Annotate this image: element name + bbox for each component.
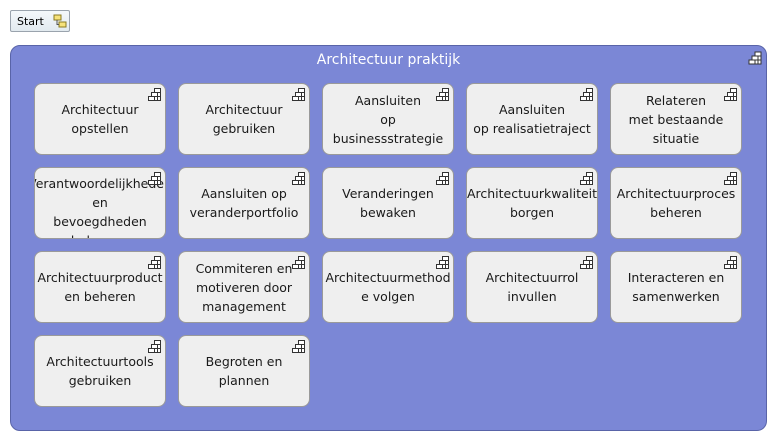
layered-diagram-icon — [580, 172, 593, 185]
box-architectuurrol-invullen[interactable]: Architectuurrol invullen — [466, 251, 598, 323]
box-aansluiten-businessstrategie[interactable]: Aansluiten op businessstrategie — [322, 83, 454, 155]
layered-diagram-icon — [436, 172, 449, 185]
box-label: Commiteren en motiveren door management — [195, 260, 293, 314]
architectuur-praktijk-group[interactable]: Architectuur praktijk Architectuur opste… — [10, 45, 767, 431]
box-architectuurproces-beheren[interactable]: Architectuurproces beheren — [610, 167, 742, 239]
box-label: Begroten en plannen — [205, 354, 283, 388]
box-aansluiten-realisatietraject[interactable]: Aansluiten op realisatietraject — [466, 83, 598, 155]
box-label: Aansluiten op veranderportfolio — [189, 186, 299, 220]
box-architectuurkwaliteit-borgen[interactable]: Architectuurkwaliteit borgen — [466, 167, 598, 239]
box-label: Architectuurproces beheren — [616, 186, 736, 220]
box-architectuurproducten-beheren[interactable]: Architectuurproduct en beheren — [34, 251, 166, 323]
box-label: Architectuurkwaliteit borgen — [466, 186, 598, 220]
flow-diagram-icon — [53, 14, 67, 28]
box-aansluiten-veranderportfolio[interactable]: Aansluiten op veranderportfolio — [178, 167, 310, 239]
layered-diagram-icon — [292, 340, 305, 353]
box-verantwoordelijkheden[interactable]: Verantwoordelijkheden en bevoegdheden be… — [34, 167, 166, 239]
box-label: Architectuur opstellen — [61, 102, 139, 136]
layered-diagram-icon — [292, 256, 305, 269]
layered-diagram-icon — [292, 88, 305, 101]
box-interacteren-samenwerken[interactable]: Interacteren en samenwerken — [610, 251, 742, 323]
layered-diagram-icon — [148, 256, 161, 269]
box-architectuur-gebruiken[interactable]: Architectuur gebruiken — [178, 83, 310, 155]
box-label: Aansluiten op businessstrategie — [332, 92, 444, 146]
layered-diagram-icon — [580, 88, 593, 101]
box-architectuurmethode-volgen[interactable]: Architectuurmethod e volgen — [322, 251, 454, 323]
box-label: Relateren met bestaande situatie — [628, 92, 724, 146]
layered-diagram-icon — [292, 172, 305, 185]
box-label: Architectuurproduct en beheren — [37, 270, 163, 304]
layered-diagram-icon — [724, 88, 737, 101]
layered-diagram-icon — [148, 172, 161, 185]
start-button[interactable]: Start — [10, 10, 70, 32]
box-architectuur-opstellen[interactable]: Architectuur opstellen — [34, 83, 166, 155]
layered-diagram-icon — [580, 256, 593, 269]
layered-diagram-icon — [724, 172, 737, 185]
layered-diagram-icon — [436, 256, 449, 269]
box-begroten-plannen[interactable]: Begroten en plannen — [178, 335, 310, 407]
layered-diagram-icon — [748, 51, 762, 65]
box-label: Interacteren en samenwerken — [627, 270, 725, 304]
box-relateren-bestaande-situatie[interactable]: Relateren met bestaande situatie — [610, 83, 742, 155]
layered-diagram-icon — [724, 256, 737, 269]
box-label: Veranderingen bewaken — [342, 186, 434, 220]
layered-diagram-icon — [148, 88, 161, 101]
box-label: Architectuurrol invullen — [485, 270, 579, 304]
box-label: Architectuurmethod e volgen — [325, 270, 451, 304]
box-label: Verantwoordelijkheden en bevoegdheden be… — [34, 176, 166, 238]
start-button-label: Start — [17, 14, 44, 28]
box-label: Aansluiten op realisatietraject — [473, 102, 591, 136]
box-label: Architectuur gebruiken — [205, 102, 283, 136]
box-label: Architectuurtools gebruiken — [46, 354, 154, 388]
box-commiteren-motiveren[interactable]: Commiteren en motiveren door management — [178, 251, 310, 323]
box-veranderingen-bewaken[interactable]: Veranderingen bewaken — [322, 167, 454, 239]
layered-diagram-icon — [148, 340, 161, 353]
box-architectuurtools-gebruiken[interactable]: Architectuurtools gebruiken — [34, 335, 166, 407]
group-title: Architectuur praktijk — [316, 52, 461, 68]
layered-diagram-icon — [436, 88, 449, 101]
